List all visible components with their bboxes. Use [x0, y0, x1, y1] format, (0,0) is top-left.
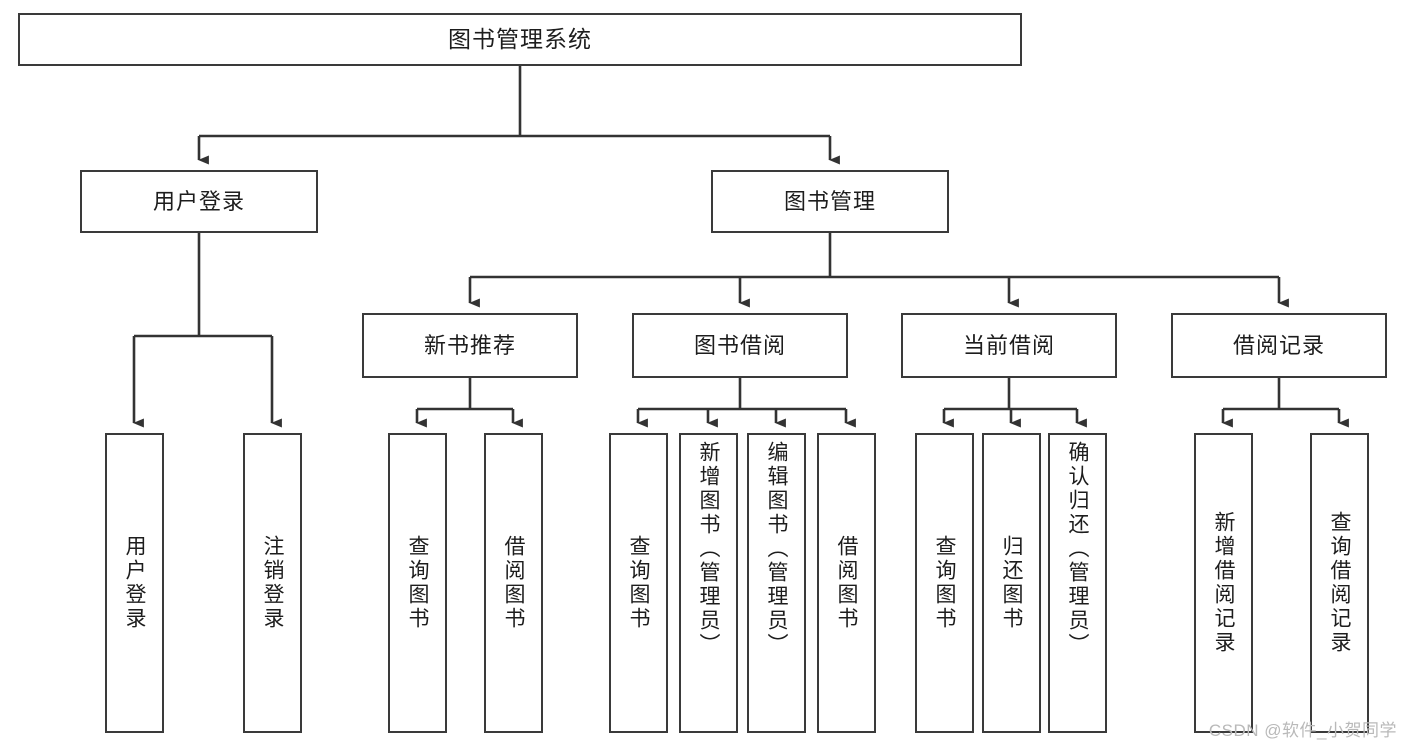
node-leaf-add-book-admin[interactable]: 新增图书（管理员）: [679, 433, 738, 733]
node-leaf-return-book-label: 归还图书: [1000, 535, 1023, 631]
node-leaf-query-book-3[interactable]: 查询图书: [915, 433, 974, 733]
node-leaf-confirm-return-admin[interactable]: 确认归还（管理员）: [1048, 433, 1107, 733]
node-user-login-label: 用户登录: [152, 188, 245, 214]
node-leaf-query-borrow-record-label: 查询借阅记录: [1328, 511, 1351, 655]
node-leaf-add-borrow-record-label: 新增借阅记录: [1212, 511, 1235, 655]
node-leaf-query-book-1[interactable]: 查询图书: [388, 433, 447, 733]
node-leaf-borrow-book-1[interactable]: 借阅图书: [484, 433, 543, 733]
node-leaf-query-borrow-record[interactable]: 查询借阅记录: [1310, 433, 1369, 733]
node-leaf-logout-login[interactable]: 注销登录: [243, 433, 302, 733]
node-leaf-borrow-book-2-label: 借阅图书: [835, 535, 858, 631]
node-borrow-record-label: 借阅记录: [1232, 332, 1325, 358]
node-leaf-borrow-book-2[interactable]: 借阅图书: [817, 433, 876, 733]
node-book-borrow-label: 图书借阅: [693, 332, 786, 358]
node-borrow-record[interactable]: 借阅记录: [1171, 313, 1387, 378]
node-current-borrow[interactable]: 当前借阅: [901, 313, 1117, 378]
node-leaf-query-book-3-label: 查询图书: [933, 535, 956, 631]
node-current-borrow-label: 当前借阅: [962, 332, 1055, 358]
node-leaf-query-book-1-label: 查询图书: [406, 535, 429, 631]
node-new-book-recommend-label: 新书推荐: [423, 332, 516, 358]
node-book-borrow[interactable]: 图书借阅: [632, 313, 848, 378]
node-leaf-logout-login-label: 注销登录: [261, 535, 284, 631]
node-leaf-edit-book-admin-label: 编辑图书（管理员）: [765, 441, 788, 657]
node-root-label: 图书管理系统: [448, 26, 592, 53]
node-leaf-add-book-admin-label: 新增图书（管理员）: [697, 441, 720, 657]
node-leaf-return-book[interactable]: 归还图书: [982, 433, 1041, 733]
node-leaf-edit-book-admin[interactable]: 编辑图书（管理员）: [747, 433, 806, 733]
node-new-book-recommend[interactable]: 新书推荐: [362, 313, 578, 378]
node-leaf-query-book-2-label: 查询图书: [627, 535, 650, 631]
node-leaf-user-login[interactable]: 用户登录: [105, 433, 164, 733]
node-book-management-label: 图书管理: [783, 188, 876, 214]
node-leaf-borrow-book-1-label: 借阅图书: [502, 535, 525, 631]
node-leaf-add-borrow-record[interactable]: 新增借阅记录: [1194, 433, 1253, 733]
node-book-management[interactable]: 图书管理: [711, 170, 949, 233]
node-user-login[interactable]: 用户登录: [80, 170, 318, 233]
node-leaf-confirm-return-admin-label: 确认归还（管理员）: [1066, 441, 1089, 657]
node-root[interactable]: 图书管理系统: [18, 13, 1022, 66]
node-leaf-user-login-label: 用户登录: [123, 535, 146, 631]
node-leaf-query-book-2[interactable]: 查询图书: [609, 433, 668, 733]
